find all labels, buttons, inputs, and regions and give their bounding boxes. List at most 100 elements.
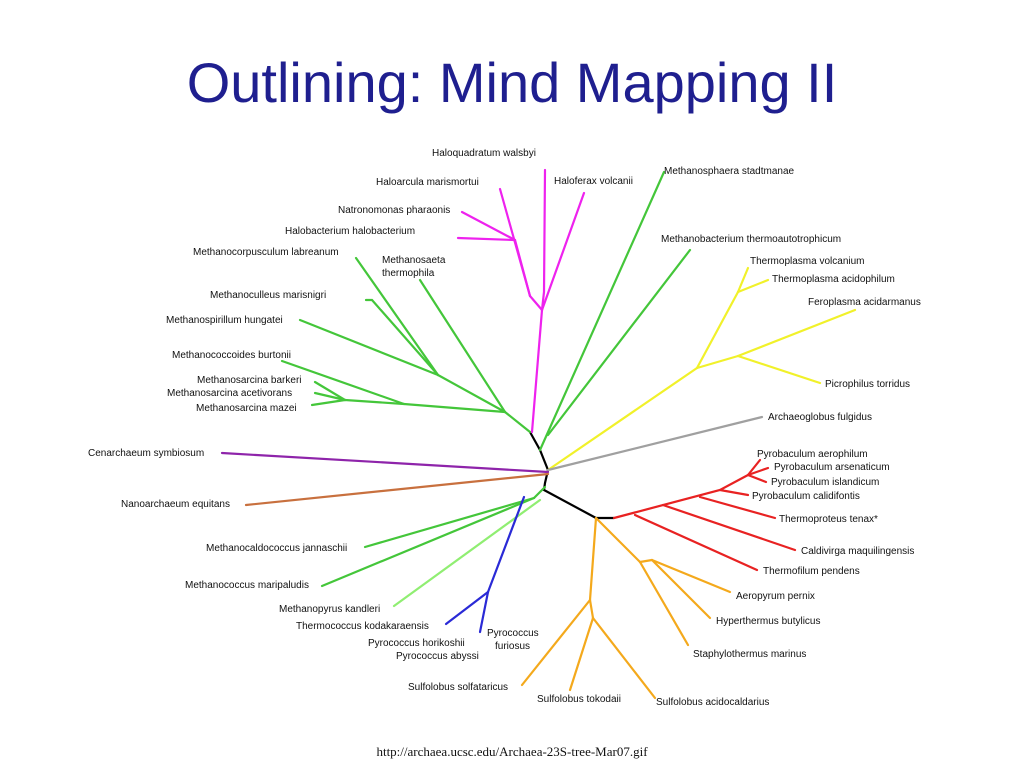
branch-sl-acidocaldarius [591, 616, 657, 700]
branch-aeropyrum [650, 558, 732, 594]
label-halobacterium: Halobacterium halobacterium [285, 226, 415, 237]
label-sl-acidocaldarius: Sulfolobus acidocaldarius [656, 697, 769, 708]
label-thermofilum: Thermofilum pendens [763, 566, 860, 577]
clade-methanogens [280, 170, 692, 588]
label-msarcina-mazei: Methanosarcina mazei [196, 403, 297, 414]
branch-msarcina-mazei [310, 398, 347, 407]
branch-methanosarcina-stem [343, 398, 507, 414]
label-pc-abyssi: Pyrococcus abyssi [396, 651, 479, 662]
branch-natronomonas [460, 210, 532, 298]
branch-methanopyrus [392, 498, 542, 608]
branch-mcaldococcus [363, 496, 536, 549]
branch-thermoproteus [698, 495, 777, 520]
branch-msarcina-acetivorans [313, 391, 347, 402]
branch-methanococcoides [280, 359, 406, 406]
source-url-caption: http://archaea.ucsc.edu/Archaea-23S-tree… [376, 744, 648, 759]
label-haloarcula: Haloarcula marismortui [376, 177, 479, 188]
label-cenarchaeum: Cenarchaeum symbiosum [88, 448, 204, 459]
label-picrophilus: Picrophilus torridus [825, 379, 910, 390]
branch-thermoplasmata-stem [546, 366, 699, 472]
branch-archaeoglobus [546, 415, 764, 472]
clade-thermoproteales [612, 458, 797, 572]
branch-cenarchaeum [220, 451, 550, 474]
branch-methanocorpusculum [354, 256, 440, 377]
branch-methanoculleus [364, 298, 440, 377]
label-methanocorpusculum: Methanocorpusculum labreanum [193, 247, 339, 258]
label-tp-volcanium: Thermoplasma volcanium [750, 256, 865, 267]
branch-caldivirga [661, 503, 797, 552]
branch-thermoplasma [695, 290, 740, 370]
label-msarcina-acetivorans: Methanosarcina acetivorans [167, 388, 292, 399]
branch-halo-join [528, 294, 544, 312]
label-thermoproteus: Thermoproteus tenax* [779, 514, 878, 525]
phylogenetic-tree: Haloquadratum walsbyi Haloarcula marismo… [88, 148, 921, 708]
clade-sulfolobales [520, 516, 732, 700]
slide-title: Outlining: Mind Mapping II [186, 51, 838, 114]
clade-halobacteria [456, 168, 586, 434]
branch-pyrococcus [478, 590, 490, 634]
label-mcoccus: Methanococcus maripaludis [185, 580, 309, 591]
branch-crenarchaeota-stem [594, 516, 642, 564]
branch-thermococci-stem [486, 495, 526, 594]
label-nanoarchaeum: Nanoarchaeum equitans [121, 499, 230, 510]
label-pb-aerophilum: Pyrobaculum aerophilum [757, 449, 868, 460]
branch-sulfolobus-stem [588, 516, 598, 620]
branch-mcoccus [320, 496, 536, 588]
branch-desulfuro-stem [638, 558, 654, 564]
branch-halobacteria-stem [530, 168, 547, 434]
label-tp-acidophilum: Thermoplasma acidophilum [772, 274, 895, 285]
label-haloquadratum: Haloquadratum walsbyi [432, 148, 536, 159]
branch-micro-join [436, 373, 507, 414]
branch-pb-arsenaticum [746, 466, 770, 477]
label-mcaldococcus: Methanocaldococcus jannaschii [206, 543, 347, 554]
label-pc-furiosus: Pyrococcus [487, 628, 539, 639]
clade-thermococci [444, 495, 526, 634]
tree-labels: Haloquadratum walsbyi Haloarcula marismo… [88, 148, 921, 708]
branch-staphylothermus [638, 560, 690, 647]
branch-methanococci-stem [532, 485, 547, 500]
label-tc-kodakaraensis: Thermococcus kodakaraensis [296, 621, 429, 632]
label-methanosaeta: Methanosaeta [382, 255, 446, 266]
branch-methanosaeta [418, 278, 507, 414]
label-hyperthermus: Hyperthermus butylicus [716, 616, 820, 627]
label-pb-calidifontis: Pyrobaculum calidifontis [752, 491, 860, 502]
branch-nanoarchaeum [244, 472, 550, 507]
label-natronomonas: Natronomonas pharaonis [338, 205, 450, 216]
label-pb-arsenaticum: Pyrobaculum arsenaticum [774, 462, 890, 473]
branch-hyperthermus [650, 558, 712, 620]
label-staphylothermus: Staphylothermus marinus [693, 649, 806, 660]
branch-tc-kodakaraensis [444, 590, 490, 626]
label-caldivirga: Caldivirga maquilingensis [801, 546, 914, 557]
branch-tp-acidophilum [736, 278, 770, 294]
branch-picrophilus [736, 354, 822, 385]
label-feroplasma: Feroplasma acidarmanus [808, 297, 921, 308]
branch-tp-volcanium [736, 266, 750, 294]
label-methanobacterium: Methanobacterium thermoautotrophicum [661, 234, 841, 245]
branch-ferro-stem [695, 354, 740, 370]
label-aeropyrum: Aeropyrum pernix [736, 591, 815, 602]
branch-pb-calidifontis [718, 488, 750, 497]
branch-feroplasma [736, 308, 857, 358]
branch-thermofilum [633, 513, 759, 572]
branch-pb-aerophilum [746, 458, 762, 477]
label-haloferax: Haloferax volcanii [554, 176, 633, 187]
label-methanosaeta-thermophila: thermophila [382, 268, 435, 279]
label-methanococcoides: Methanococcoides burtonii [172, 350, 291, 361]
label-sl-solfataricus: Sulfolobus solfataricus [408, 682, 508, 693]
branch-methanomicrobia-stem [503, 410, 532, 434]
label-methanosphaera: Methanosphaera stadtmanae [664, 166, 795, 177]
label-pb-islandicum: Pyrobaculum islandicum [771, 477, 879, 488]
label-sl-tokodaii: Sulfolobus tokodaii [537, 694, 621, 705]
branch-pb-islandicum [746, 473, 768, 484]
label-msarcina-barkeri: Methanosarcina barkeri [197, 375, 302, 386]
clade-thermoplasmata [546, 266, 857, 472]
branch-methanobacterium [546, 248, 692, 437]
label-methanoculleus: Methanoculleus marisnigri [210, 290, 326, 301]
label-methanospirillum: Methanospirillum hungatei [166, 315, 283, 326]
branch-halobacterium [456, 236, 517, 242]
label-archaeoglobus: Archaeoglobus fulgidus [768, 412, 872, 423]
branch-haloferax [540, 191, 586, 312]
branch-msarcina-barkeri [313, 380, 347, 402]
label-pc-horikoshii: Pyrococcus horikoshii [368, 638, 465, 649]
label-pc-furiosus-2: furiosus [495, 641, 530, 652]
